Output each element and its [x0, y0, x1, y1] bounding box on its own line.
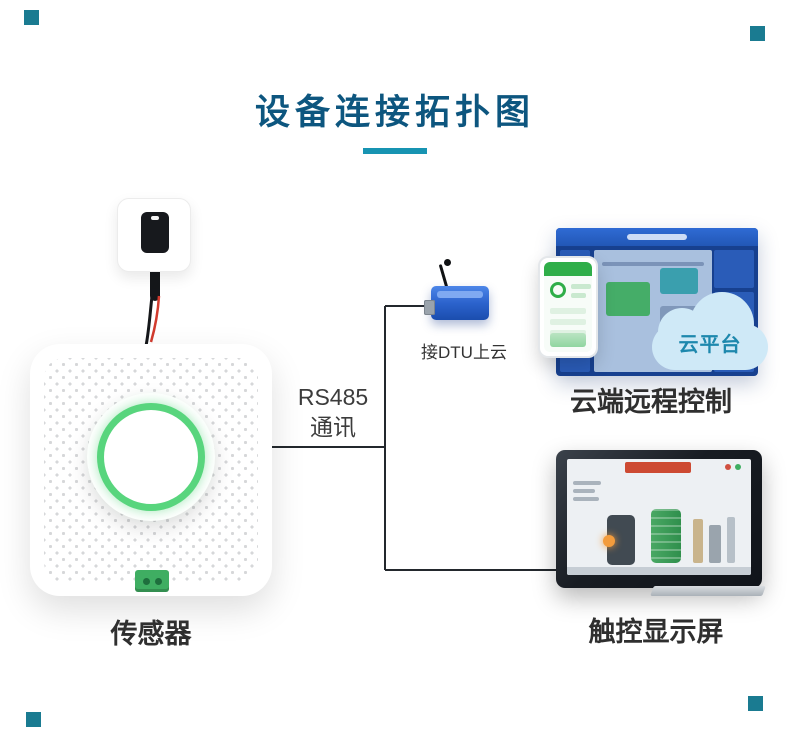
dtu-label: 接DTU上云 — [421, 343, 507, 362]
phone-chart-area — [550, 333, 586, 347]
mimic-equipment-green — [606, 282, 650, 316]
dtu-device-icon — [424, 259, 491, 324]
rs485-label-line2: 通讯 — [310, 414, 356, 440]
monitor-stand — [650, 586, 766, 596]
rs485-label: RS485 通讯 — [287, 382, 379, 442]
sensor-center-disc — [87, 393, 215, 521]
scada-column — [693, 519, 703, 563]
cloud-icon: 云平台 — [652, 292, 768, 370]
phone-text-bar — [571, 293, 586, 298]
scada-green-tank — [651, 509, 681, 563]
phone-app-screen — [544, 262, 592, 352]
title-underline — [363, 148, 427, 154]
scada-flame-icon — [603, 535, 615, 547]
scada-text-line — [573, 497, 599, 501]
dtu-serial-port — [424, 300, 435, 315]
cloud-control-label: 云端远程控制 — [570, 387, 732, 417]
phone-text-bar — [571, 284, 591, 289]
corner-square-bottom-right — [748, 696, 763, 711]
sensor-terminal-block — [135, 570, 169, 592]
mimic-equipment-teal — [660, 268, 698, 294]
panel-row — [714, 250, 754, 288]
phone-list-row — [550, 319, 586, 325]
phone-gauge-icon — [550, 282, 566, 298]
terminal-screw — [154, 577, 162, 585]
dtu-antenna-icon — [438, 264, 449, 288]
phone-icon — [538, 256, 598, 358]
scada-column — [727, 517, 735, 563]
dashboard-header-bar — [556, 228, 758, 246]
scada-text-line — [573, 489, 595, 493]
phone-list-row — [550, 308, 586, 314]
scada-text-line — [573, 481, 601, 485]
scada-title-banner — [625, 462, 691, 473]
corner-square-top-right — [750, 26, 765, 41]
scada-status-dot-red — [725, 464, 731, 470]
touch-screen-icon — [556, 450, 762, 588]
touch-screen-label: 触控显示屏 — [588, 617, 724, 647]
power-socket-icon — [117, 198, 191, 272]
rs485-label-line1: RS485 — [297, 384, 369, 410]
scada-boiler-shape — [603, 515, 635, 565]
mimic-pipe — [602, 262, 704, 266]
corner-square-top-left — [24, 10, 39, 25]
power-plug-icon — [141, 212, 169, 253]
dtu-body — [431, 286, 489, 320]
terminal-screw — [142, 577, 150, 585]
page-title: 设备连接拓扑图 — [254, 93, 535, 132]
scada-ground-strip — [567, 567, 751, 575]
cloud-base — [652, 324, 768, 370]
cloud-platform-label: 云平台 — [678, 334, 742, 356]
sensor-label: 传感器 — [110, 619, 192, 649]
sensor-device-icon — [30, 344, 272, 596]
scada-status-dot-green — [735, 464, 741, 470]
scada-column — [709, 525, 721, 563]
sensor-green-ring — [97, 403, 205, 511]
touch-screen-display — [567, 459, 751, 575]
dtu-label-stripe — [437, 291, 483, 298]
phone-app-header — [544, 262, 592, 276]
dashboard-title-chip — [627, 234, 687, 240]
power-wire-red — [149, 295, 161, 343]
plug-slot — [151, 216, 159, 220]
corner-square-bottom-left — [26, 712, 41, 727]
dtu-antenna-tip — [444, 259, 451, 266]
power-wire-black — [144, 295, 154, 347]
